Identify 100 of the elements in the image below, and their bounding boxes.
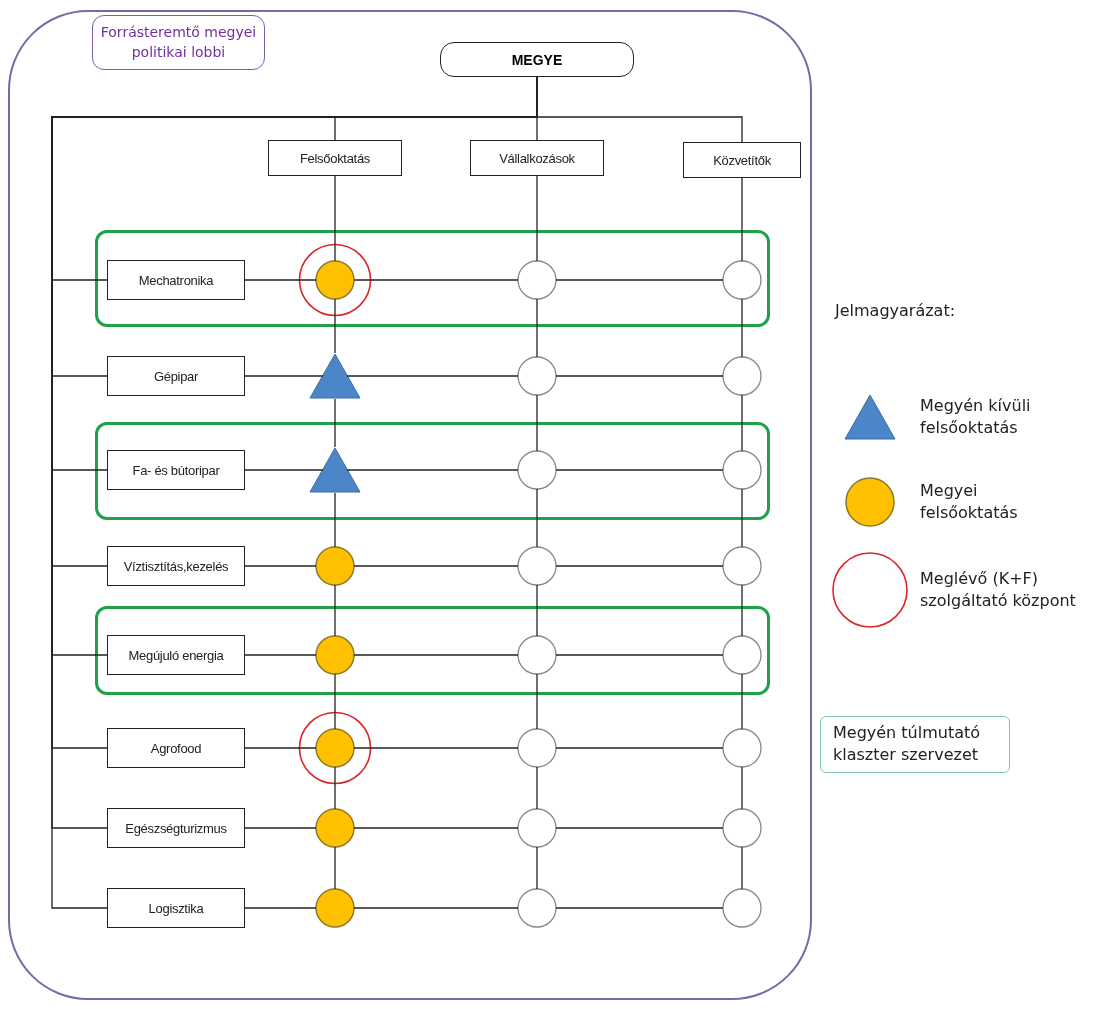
outer-frame <box>8 10 812 1000</box>
hollow-circle <box>722 635 762 675</box>
hollow-circle <box>517 450 557 490</box>
sector-box <box>107 356 245 396</box>
connector-line <box>334 175 336 262</box>
connector-line <box>741 488 743 548</box>
hollow-circle <box>517 728 557 768</box>
sector-label: Megújuló energia <box>128 647 224 663</box>
connector-line <box>353 827 519 829</box>
connector-line <box>334 298 336 354</box>
sector-box <box>107 450 245 490</box>
filled-circle <box>315 808 355 848</box>
connector-line <box>353 654 519 656</box>
triangle-marker <box>309 447 361 493</box>
sector-label: Víztisztítás,kezelés <box>123 558 229 574</box>
hollow-circle <box>517 546 557 586</box>
connector-line <box>536 394 538 452</box>
connector-line <box>536 584 538 637</box>
connector-line <box>353 747 519 749</box>
filled-circle <box>315 546 355 586</box>
connector-line <box>741 177 743 262</box>
sector-box <box>107 808 245 848</box>
sector-label: Mechatronika <box>138 272 214 288</box>
legend-label: Megyei felsőoktatás <box>920 480 1019 524</box>
connector-line <box>536 298 538 358</box>
sector-label: Gépipar <box>153 368 199 384</box>
column-header-label: Közvetítők <box>713 152 771 168</box>
connector-line <box>244 565 317 567</box>
ringed-circle <box>298 711 372 785</box>
sector-label: Egészségturizmus <box>125 820 227 836</box>
connector-line <box>555 565 724 567</box>
hollow-circle <box>722 808 762 848</box>
cluster-frame <box>95 606 770 695</box>
connector-line <box>244 747 317 749</box>
connector-line <box>244 654 317 656</box>
connector-line <box>334 673 336 730</box>
connector-line <box>334 846 336 890</box>
connector-line <box>353 565 519 567</box>
connector-line <box>555 827 724 829</box>
cluster-frame <box>95 230 770 327</box>
ringed-circle <box>298 243 372 317</box>
connector-line <box>741 673 743 730</box>
sector-label: Agrofood <box>150 740 202 756</box>
connector-line <box>536 673 538 730</box>
connector-line <box>555 907 724 909</box>
sector-box <box>107 888 245 928</box>
column-header-box <box>683 142 801 178</box>
column-header-box <box>268 140 402 176</box>
connector-line <box>741 584 743 637</box>
hollow-circle <box>517 808 557 848</box>
connector-line <box>536 488 538 548</box>
connector-line <box>334 492 336 548</box>
hollow-circle <box>722 546 762 586</box>
county-box <box>440 42 634 77</box>
connector-line <box>244 375 324 377</box>
hollow-circle <box>517 260 557 300</box>
hollow-circle <box>722 260 762 300</box>
connector-line <box>536 846 538 890</box>
column-header-label: Felsőoktatás <box>299 150 371 166</box>
hollow-circle <box>517 888 557 928</box>
connector-line <box>555 654 724 656</box>
sector-box <box>107 728 245 768</box>
filled-circle <box>315 635 355 675</box>
hollow-circle <box>517 635 557 675</box>
sector-box <box>107 546 245 586</box>
hollow-circle <box>722 728 762 768</box>
connector-line <box>334 398 336 448</box>
sector-label: Logisztika <box>148 900 204 916</box>
cluster-frame <box>95 422 770 520</box>
sector-box <box>107 635 245 675</box>
connector-line <box>741 394 743 452</box>
sector-box <box>107 260 245 300</box>
connector-line <box>555 469 724 471</box>
connector-line <box>346 469 519 471</box>
legend-heading: Jelmagyarázat: <box>835 300 956 322</box>
lobby-box <box>92 15 265 70</box>
lobby-label: Forrásteremtő megyei politikai lobbi <box>99 22 258 62</box>
connector-line <box>334 766 336 810</box>
sector-label: Fa- és bútoripar <box>132 462 220 478</box>
connector-line <box>353 279 519 281</box>
hollow-circle <box>722 356 762 396</box>
connector-line <box>244 907 317 909</box>
connector-line <box>334 584 336 637</box>
legend-label: Meglévő (K+F) szolgáltató központ <box>920 568 1077 612</box>
connector-line <box>741 766 743 810</box>
legend-label: Megyén kívüli felsőoktatás <box>920 395 1032 439</box>
connector-line <box>741 298 743 358</box>
connector-line <box>244 469 324 471</box>
column-header-label: Vállalkozások <box>499 150 575 166</box>
connector-line <box>536 766 538 810</box>
connector-line <box>741 846 743 890</box>
connector-line <box>353 907 519 909</box>
connector-line <box>555 279 724 281</box>
hollow-circle <box>722 450 762 490</box>
connector-line <box>346 375 519 377</box>
connector-line <box>244 279 317 281</box>
connector-line <box>555 375 724 377</box>
connector-line <box>555 747 724 749</box>
hollow-circle <box>722 888 762 928</box>
column-header-box <box>470 140 604 176</box>
